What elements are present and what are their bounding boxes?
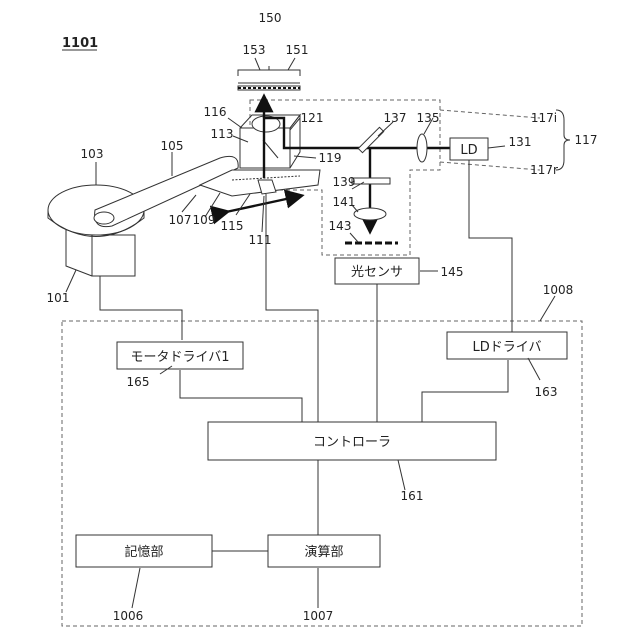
ref-161: 161 — [401, 489, 424, 503]
ref-131: 131 — [509, 135, 532, 149]
ref-101: 101 — [47, 291, 70, 305]
ref-103: 103 — [81, 147, 104, 161]
focus-lens — [354, 208, 386, 220]
ld-label: LD — [460, 143, 477, 158]
optical-sensor-label: 光センサ — [351, 265, 403, 280]
ref-1006: 1006 — [113, 609, 144, 623]
ref-137: 137 — [384, 111, 407, 125]
filter — [352, 178, 390, 184]
ld-driver-label: LDドライバ — [473, 340, 542, 355]
ref-111: 111 — [249, 233, 272, 247]
ref-121: 121 — [301, 111, 324, 125]
ref-105: 105 — [161, 139, 184, 153]
ref-135: 135 — [417, 111, 440, 125]
ref-116: 116 — [204, 105, 227, 119]
ref-153: 153 — [243, 43, 266, 57]
ref-151: 151 — [286, 43, 309, 57]
ref-1007: 1007 — [303, 609, 334, 623]
wire-motor — [100, 276, 182, 340]
ref-117i: 117i — [531, 111, 557, 125]
ref-165: 165 — [127, 375, 150, 389]
motor-body — [92, 235, 135, 276]
ref-145: 145 — [441, 265, 464, 279]
wire-stage — [266, 194, 318, 422]
ref-143: 143 — [329, 219, 352, 233]
ref-119: 119 — [319, 151, 342, 165]
ref-141: 141 — [333, 195, 356, 209]
beam-path-dotted-2 — [440, 162, 540, 170]
ref-117: 117 — [575, 133, 598, 147]
arithmetic-label: 演算部 — [304, 544, 343, 560]
beam-path-dotted — [440, 110, 540, 118]
storage-label: 記憶部 — [124, 544, 163, 560]
ref-113: 113 — [211, 127, 234, 141]
ref-163: 163 — [535, 385, 558, 399]
wire-motor-driver — [180, 370, 302, 422]
ref-139: 139 — [333, 175, 356, 189]
ref-107: 107 — [169, 213, 192, 227]
ref-109: 109 — [193, 213, 216, 227]
wire-ld — [469, 160, 512, 332]
motor-driver-label: モータドライバ1 — [130, 350, 229, 365]
figure-number: 1101 — [62, 36, 98, 51]
brace-117 — [556, 110, 570, 170]
collimator-lens — [417, 134, 427, 162]
ref-117r: 117r — [530, 163, 558, 177]
ref-150: 150 — [259, 11, 282, 25]
ref-1008: 1008 — [543, 283, 574, 297]
controller-label: コントローラ — [313, 435, 391, 450]
wire-ld-driver — [422, 360, 508, 422]
ref-115: 115 — [221, 219, 244, 233]
